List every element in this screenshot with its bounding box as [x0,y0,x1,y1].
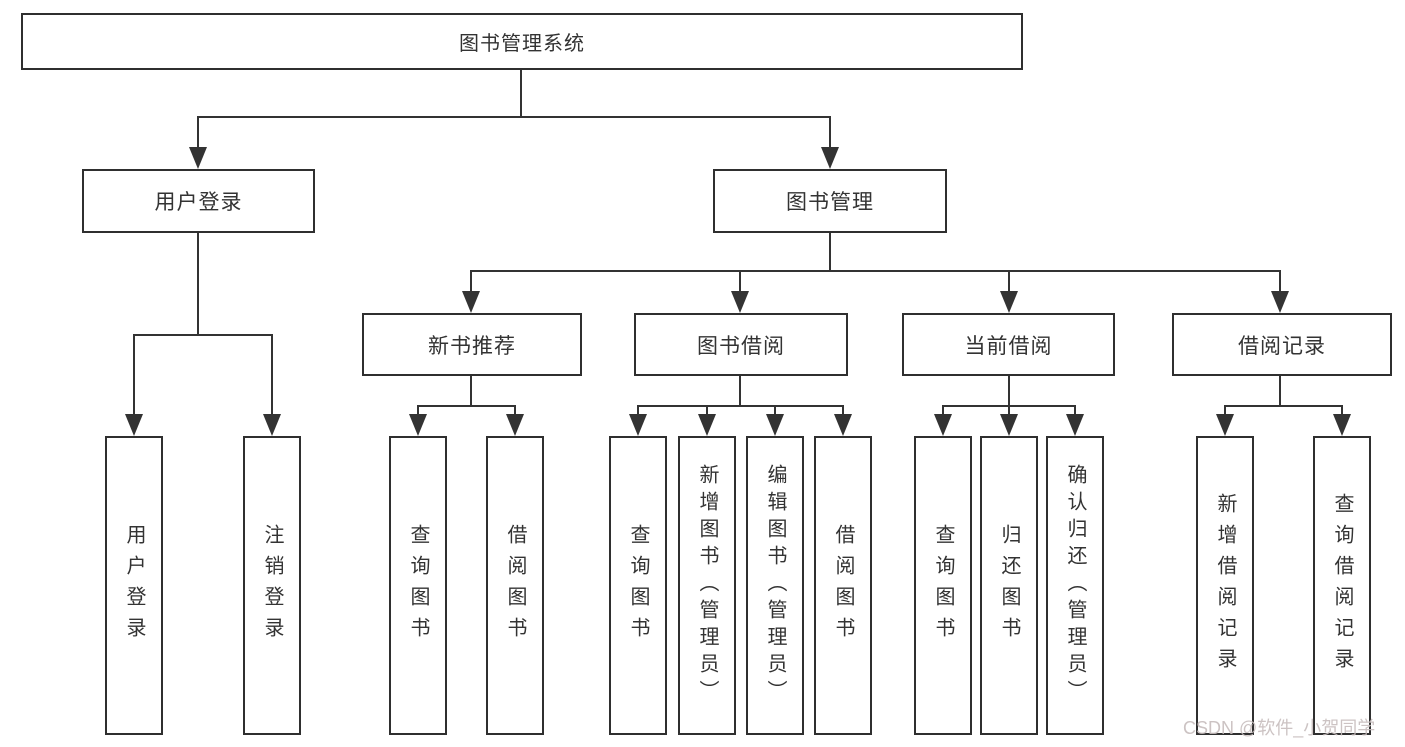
arrow-down-icon [1000,414,1018,436]
connector-vline [829,233,831,271]
connector-vline [637,405,639,419]
node-new-books: 新书推荐 [362,313,582,376]
connector-vline [1341,405,1343,419]
leaf-add-borrow-record: 新增借阅记录 [1196,436,1254,735]
arrow-down-icon [189,147,207,169]
leaf-logout: 注销登录 [243,436,301,735]
arrow-down-icon [125,414,143,436]
arrow-down-icon [1000,291,1018,313]
leaf-borrow-books-2: 借阅图书 [814,436,872,735]
connector-vline [1279,270,1281,294]
connector-vline [1224,405,1226,419]
node-user-login: 用户登录 [82,169,315,233]
connector-vline [197,116,199,150]
connector-vline [514,405,516,419]
node-book-mgmt: 图书管理 [713,169,947,233]
arrow-down-icon [629,414,647,436]
node-book-borrow: 图书借阅 [634,313,848,376]
leaf-user-login: 用户登录 [105,436,163,735]
arrow-down-icon [934,414,952,436]
connector-hline [197,116,831,118]
connector-vline [842,405,844,419]
arrow-down-icon [698,414,716,436]
leaf-query-borrow-record: 查询借阅记录 [1313,436,1371,735]
connector-vline [1279,376,1281,406]
arrow-down-icon [1333,414,1351,436]
leaf-query-books-1: 查询图书 [389,436,447,735]
node-borrow-records: 借阅记录 [1172,313,1392,376]
arrow-down-icon [821,147,839,169]
connector-vline [133,334,135,419]
node-current-borrow: 当前借阅 [902,313,1115,376]
leaf-borrow-books-1: 借阅图书 [486,436,544,735]
arrow-down-icon [1216,414,1234,436]
connector-vline [417,405,419,419]
leaf-query-books-2: 查询图书 [609,436,667,735]
leaf-return-books: 归还图书 [980,436,1038,735]
connector-vline [829,116,831,150]
arrow-down-icon [1271,291,1289,313]
node-root: 图书管理系统 [21,13,1023,70]
connector-vline [774,405,776,419]
connector-vline [1008,270,1010,294]
leaf-confirm-return-admin: 确认归还（管理员） [1046,436,1104,735]
arrow-down-icon [731,291,749,313]
connector-hline [417,405,516,407]
csdn-watermark: CSDN @软件_小贺同学 [1183,718,1376,738]
leaf-query-books-3: 查询图书 [914,436,972,735]
leaf-add-books-admin: 新增图书（管理员） [678,436,736,735]
leaf-edit-books-admin: 编辑图书（管理员） [746,436,804,735]
connector-vline [739,376,741,406]
connector-hline [133,334,273,336]
arrow-down-icon [766,414,784,436]
connector-vline [942,405,944,419]
connector-vline [197,233,199,336]
connector-vline [271,334,273,419]
connector-vline [470,376,472,406]
connector-hline [1224,405,1343,407]
connector-vline [520,70,522,117]
connector-vline [739,270,741,294]
arrow-down-icon [263,414,281,436]
connector-vline [1074,405,1076,419]
connector-vline [1008,376,1010,406]
connector-hline [637,405,843,407]
arrow-down-icon [1066,414,1084,436]
arrow-down-icon [834,414,852,436]
connector-vline [470,270,472,294]
arrow-down-icon [462,291,480,313]
connector-hline [470,270,1281,272]
arrow-down-icon [409,414,427,436]
arrow-down-icon [506,414,524,436]
connector-vline [1008,405,1010,419]
connector-vline [706,405,708,419]
